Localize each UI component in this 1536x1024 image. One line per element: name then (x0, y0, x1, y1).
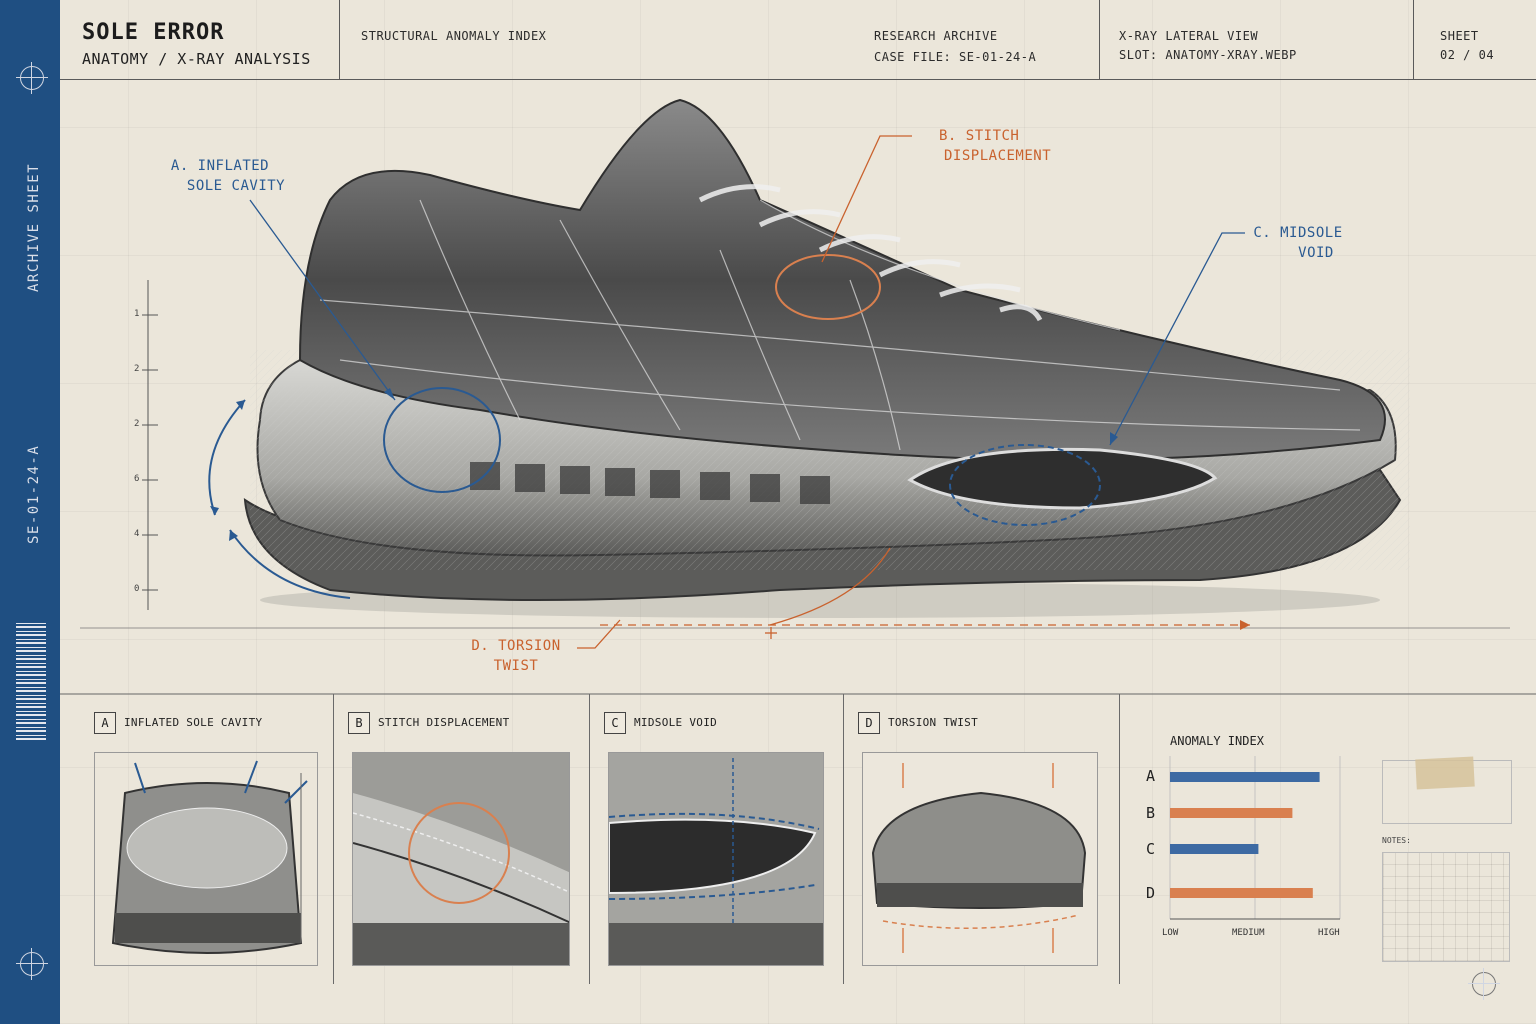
barcode-icon (16, 620, 46, 740)
panel-label: TORSION TWIST (888, 716, 978, 729)
callout-c-line2: VOID (1298, 245, 1334, 261)
panel-label: INFLATED SOLE CAVITY (124, 716, 263, 729)
scale-tick: 2 (134, 419, 140, 429)
callout-d-line2: TWIST (493, 658, 539, 674)
archive-spine: ARCHIVE SHEET SE-01-24-A (0, 0, 60, 1024)
sheet-number: 02 / 04 (1440, 48, 1495, 62)
stitch-displacement-illustration (353, 753, 569, 965)
callout-d: D. TORSION TWIST (466, 636, 566, 676)
panel-a-image (94, 752, 318, 966)
x-tick-medium: MEDIUM (1232, 928, 1265, 938)
chart-bar-d (1170, 888, 1313, 898)
crosshair-icon (1468, 968, 1500, 1000)
panel-d-image (862, 752, 1098, 966)
detail-panel-c: C MIDSOLE VOID (590, 694, 844, 984)
midsole-void-illustration (609, 753, 823, 965)
panel-letter: B (348, 712, 370, 734)
chart-bar-b (1170, 808, 1293, 818)
callout-a: A. INFLATED SOLE CAVITY (150, 156, 290, 196)
index-label: STRUCTURAL ANOMALY INDEX (361, 29, 547, 43)
callout-b-line2: DISPLACEMENT (944, 148, 1052, 164)
bar-label: D (1146, 884, 1156, 902)
inflated-cavity-illustration (111, 760, 308, 954)
panel-letter: C (604, 712, 626, 734)
notes-label: NOTES: (1382, 836, 1411, 845)
detail-panel-a: A INFLATED SOLE CAVITY (80, 694, 334, 984)
panel-label: MIDSOLE VOID (634, 716, 718, 729)
callout-c: C. MIDSOLE VOID (1248, 223, 1348, 263)
scale-tick: 4 (134, 529, 140, 539)
scale-tick: 1 (134, 309, 140, 319)
panel-b-image (352, 752, 570, 966)
notes-grid (1382, 852, 1510, 962)
bar-label: C (1146, 840, 1156, 858)
crosshair-icon (16, 948, 48, 980)
callout-c-line1: C. MIDSOLE (1253, 225, 1343, 241)
anomaly-index-panel: ANOMALY INDEX A B C D LOW MEDIUM HIGH (1120, 694, 1370, 984)
chart-title: ANOMALY INDEX (1170, 734, 1264, 748)
view-label: X-RAY LATERAL VIEW (1119, 29, 1259, 43)
case-file: CASE FILE: SE-01-24-A (874, 50, 1037, 64)
x-tick-low: LOW (1162, 928, 1179, 938)
slot-label: SLOT: ANATOMY-XRAY.WEBP (1119, 48, 1297, 62)
detail-panel-d: D TORSION TWIST (844, 694, 1120, 984)
crosshair-icon (16, 62, 48, 94)
callout-b: B. STITCH DISPLACEMENT (925, 126, 1065, 166)
tape-strip (1415, 756, 1475, 790)
bar-label: A (1146, 767, 1156, 785)
callout-a-line2: SOLE CAVITY (186, 178, 286, 194)
panel-c-image (608, 752, 824, 966)
callout-d-line1: D. TORSION (471, 638, 561, 654)
panel-letter: D (858, 712, 880, 734)
callout-a-line1: A. INFLATED (170, 158, 270, 174)
bar-label: B (1146, 804, 1156, 822)
archive-label: RESEARCH ARCHIVE (874, 29, 998, 43)
x-tick-high: HIGH (1318, 928, 1340, 938)
sheet-label: SHEET (1440, 29, 1479, 43)
detail-panel-b: B STITCH DISPLACEMENT (334, 694, 590, 984)
anomaly-index-chart (1169, 756, 1341, 920)
chart-bar-a (1170, 772, 1320, 782)
page-subtitle: ANATOMY / X-RAY ANALYSIS (82, 50, 311, 68)
callout-b-line1: B. STITCH (939, 128, 1020, 144)
panel-label: STITCH DISPLACEMENT (378, 716, 510, 729)
torsion-twist-illustration (863, 753, 1097, 965)
panel-letter: A (94, 712, 116, 734)
scale-tick: 2 (134, 364, 140, 374)
header-title-cell (60, 0, 340, 80)
header-view-cell (1100, 0, 1414, 80)
page-title: SOLE ERROR (82, 20, 225, 45)
header-sheet-cell (1414, 0, 1536, 80)
scale-tick: 0 (134, 584, 140, 594)
header-index-cell (340, 0, 1100, 80)
chart-bar-c (1170, 844, 1259, 854)
scale-tick: 6 (134, 474, 140, 484)
